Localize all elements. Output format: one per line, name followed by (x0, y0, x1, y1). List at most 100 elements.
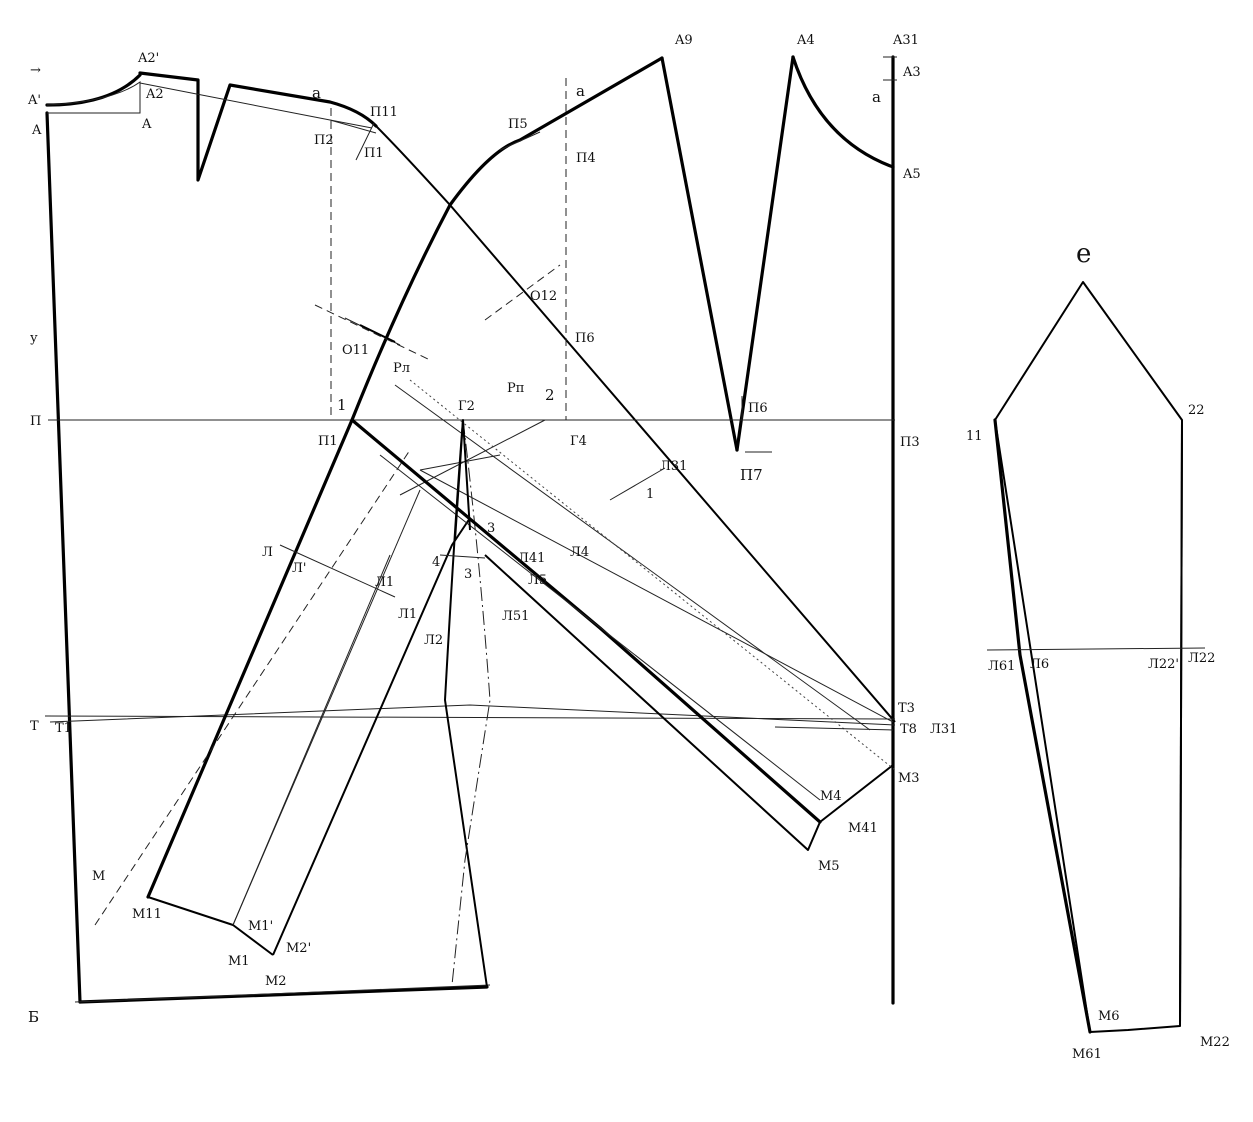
label-M22: М22 (1200, 1035, 1230, 1050)
piece-elbow-line (986, 647, 1206, 651)
label-P-left: П (30, 414, 41, 429)
back-dart-left (660, 56, 739, 452)
label-twentytwo: 22 (1188, 403, 1205, 418)
label-A-prime: A' (27, 93, 41, 108)
underarm-dart (454, 419, 471, 541)
shoulder-tick (329, 119, 375, 161)
label-Rp: Рп (507, 381, 524, 396)
label-two: 2 (545, 386, 555, 404)
sleeve-line-diag (399, 419, 546, 496)
label-P1: П1 (364, 146, 384, 161)
label-L22-prime: Л22' (1148, 657, 1179, 672)
label-G2: Г2 (458, 399, 475, 414)
label-A3: A3 (902, 65, 921, 80)
label-M1: М1 (228, 954, 250, 969)
label-A31: A31 (892, 33, 919, 48)
center-line (45, 111, 82, 1004)
label-P4-top: П4 (576, 151, 596, 166)
label-P1-mid: П1 (318, 434, 338, 449)
neckline-guide (46, 81, 141, 114)
label-L4: Л4 (570, 545, 589, 560)
label-A4: A4 (796, 33, 815, 48)
shoulder-line (138, 71, 378, 182)
label-L51: Л51 (502, 609, 529, 624)
piece-left-edge (993, 418, 1092, 1034)
label-Pl: Pл (393, 361, 410, 376)
label-y: у (30, 331, 38, 346)
sleeve-cap-curve (350, 56, 664, 422)
label-P6-top: П6 (575, 331, 595, 346)
sleeve-front-line (375, 125, 896, 723)
sleeve2-bottom-edge (819, 764, 894, 823)
label-eleven: 11 (966, 429, 983, 444)
label-M5: М5 (818, 859, 840, 874)
sleeve-back-edge (272, 517, 471, 956)
sleeve-dashed-guide (94, 449, 411, 926)
label-A: A (31, 123, 42, 138)
label-L31: Л31 (660, 459, 687, 474)
label-P7: П7 (740, 466, 763, 484)
t8-line (774, 726, 894, 731)
label-P11: П11 (370, 105, 398, 120)
label-one: 1 (337, 396, 347, 414)
label-L31b: Л31 (930, 722, 957, 737)
label-M3: М3 (898, 771, 920, 786)
right-tick (883, 56, 897, 81)
label-L61: Л61 (988, 659, 1015, 674)
label-L5: Л5 (528, 573, 547, 588)
elbow-line (279, 544, 396, 598)
label-G4: Г4 (570, 434, 587, 449)
label-A9: A9 (674, 33, 693, 48)
side-seam-alt (451, 419, 491, 986)
label-O12: O12 (530, 289, 557, 304)
label-a-mid: a (576, 82, 585, 100)
label-A-small: A (141, 117, 152, 132)
label-T3: Т3 (898, 701, 915, 716)
label-M2-prime: М2' (286, 941, 311, 956)
label-L1: Л1 (375, 575, 394, 590)
sleeve2-inner-edge (484, 554, 821, 851)
label-A2-prime: A2' (137, 51, 159, 66)
sleeve2-mid (379, 454, 821, 801)
label-T: Т (30, 719, 39, 734)
sleeve-mid-line-2 (232, 489, 421, 926)
label-P6: П6 (748, 401, 768, 416)
label-A5: A5 (902, 167, 921, 182)
label-M1-prime: М1' (248, 919, 273, 934)
label-M: М (92, 869, 105, 884)
sleeve2-mid-2 (394, 384, 871, 731)
label-B: Б (28, 1008, 39, 1026)
label-T8: Т8 (900, 722, 917, 737)
piece-right-edge (1179, 419, 1183, 1027)
label-three-a: 3 (487, 521, 495, 536)
sleeve2-cross (609, 467, 666, 501)
label-L6: Л6 (1030, 657, 1049, 672)
waist-line-2 (49, 704, 896, 726)
label-M2: М2 (265, 974, 287, 989)
back-neck-curve (791, 55, 895, 169)
sleeve2-top-edge-2 (419, 469, 894, 723)
label-M41: М41 (848, 821, 878, 836)
label-L41: Л41 (518, 551, 545, 566)
sleeve-cap-guide (499, 131, 541, 151)
label-A2: A2 (145, 87, 164, 102)
label-P3: П3 (900, 435, 920, 450)
label-M61: М61 (1072, 1047, 1102, 1062)
label-P2: П2 (314, 133, 334, 148)
label-L22: Л22 (1188, 651, 1215, 666)
hem-guide (74, 984, 491, 1003)
label-O11: O11 (342, 343, 369, 358)
label-T1: Т1 (55, 721, 72, 736)
label-three-b: 3 (464, 567, 472, 582)
label-M4: М4 (820, 789, 842, 804)
o12-dashed (484, 264, 561, 321)
label-M11: М11 (132, 907, 162, 922)
sleeve-front-edge (146, 418, 354, 899)
sleeve2-dotted (409, 379, 896, 771)
label-four: 4 (432, 555, 440, 570)
crossing-point-4-3 (439, 554, 486, 559)
o11-mark (359, 324, 396, 343)
label-a-top: a (312, 84, 321, 102)
label-a-right: a (872, 88, 881, 106)
